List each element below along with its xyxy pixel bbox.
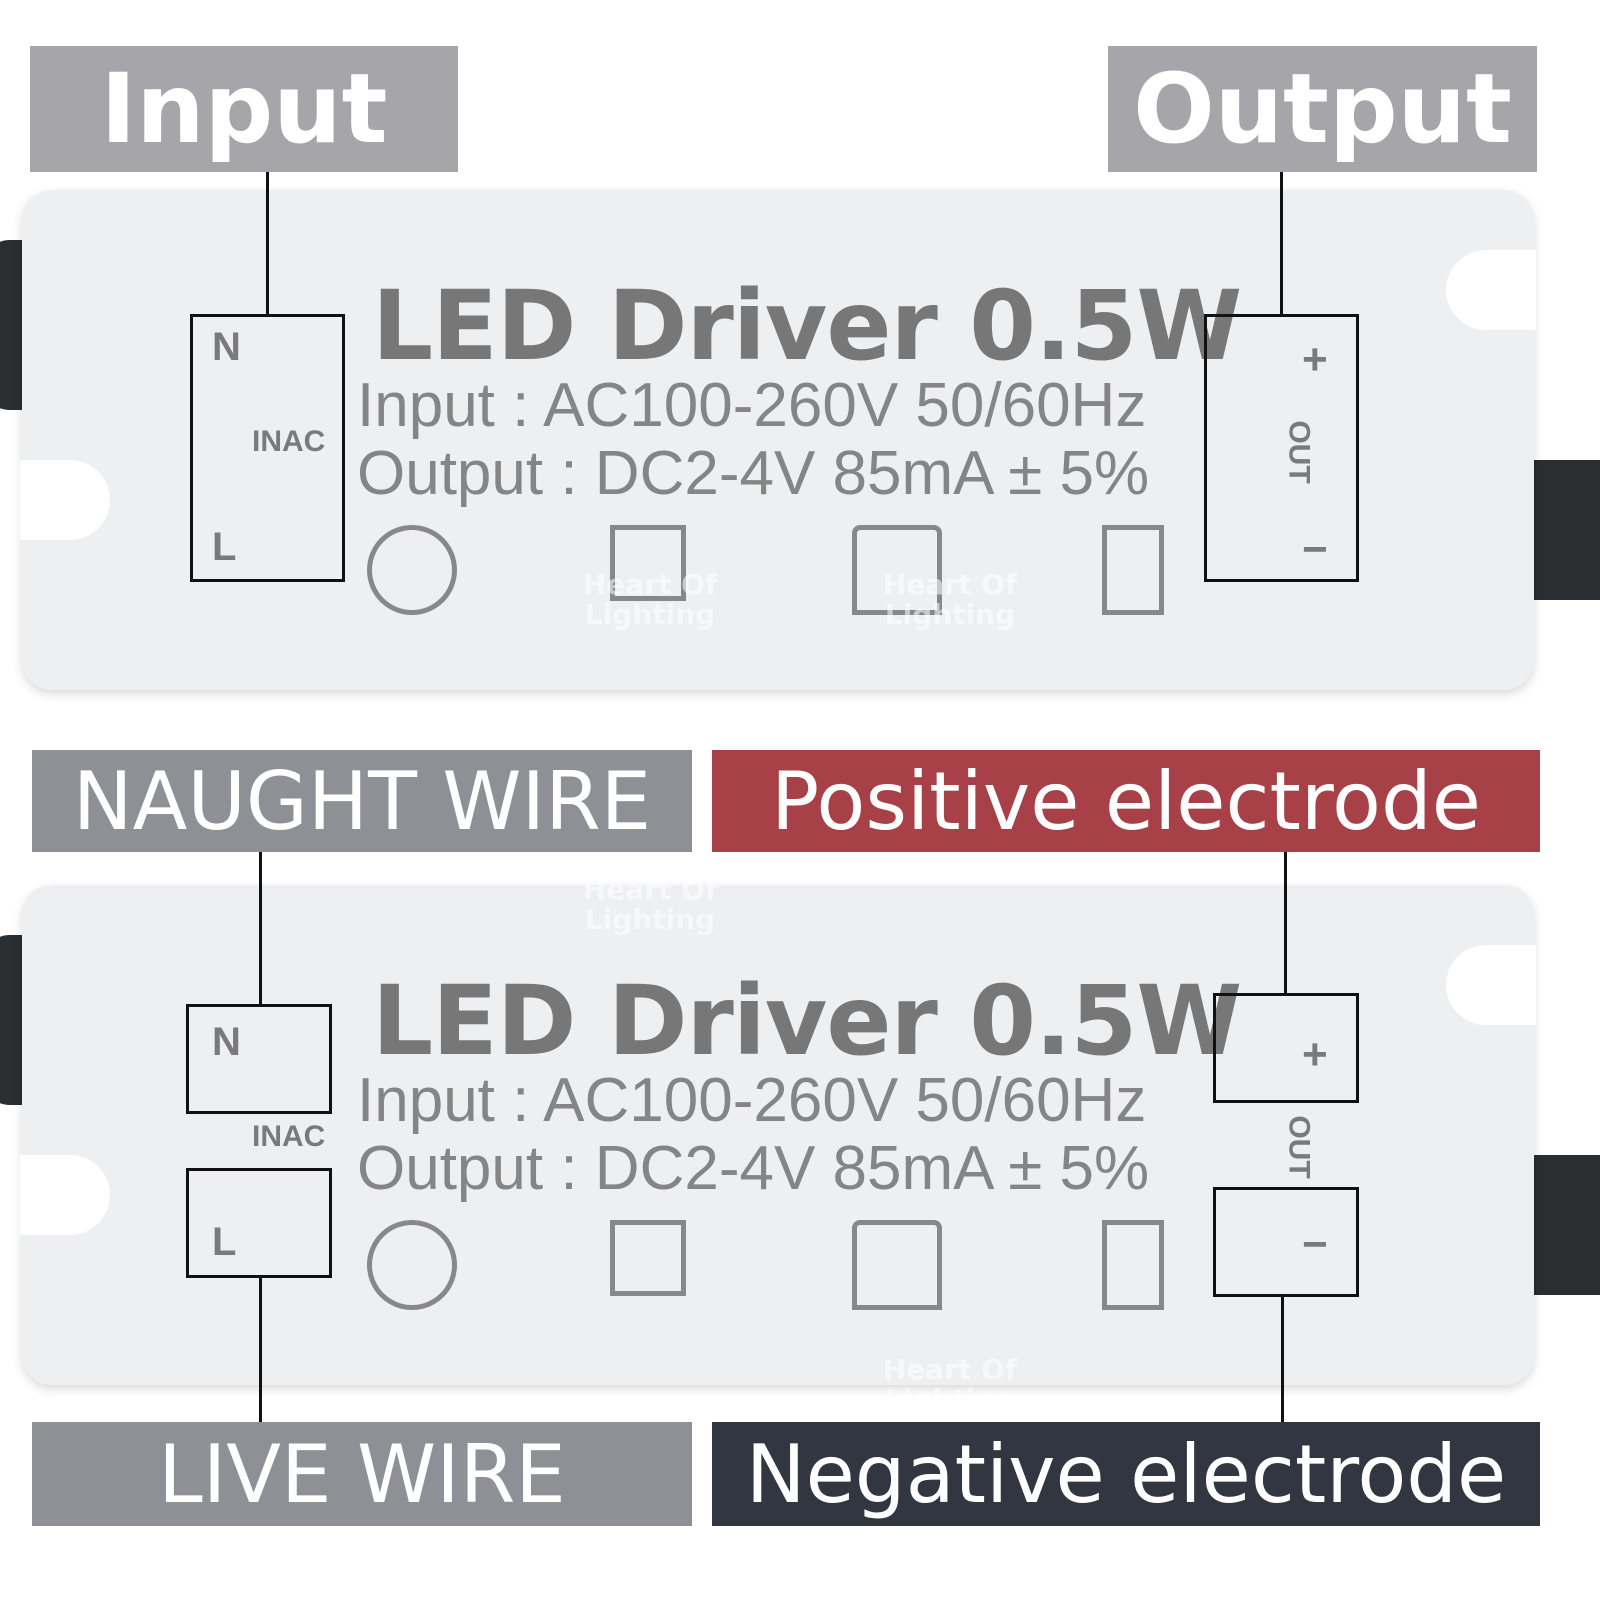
input-leader-line [266,172,269,314]
safety-circle-icon [367,1220,457,1310]
watermark: Heart Of Lighting [582,873,718,936]
watermark: Heart Of Lighting [582,88,718,151]
weee-bin-icon [1102,1220,1164,1310]
naught-leader-line [259,852,262,1004]
watermark: Heart Of Lighting [882,568,1018,631]
l-terminal: L [212,525,237,569]
watermark: Heart Of Lighting [882,88,1018,151]
indoor-use-icon [852,525,942,615]
output-terminal-frame [1204,314,1359,582]
live-wire-label: LIVE WIRE [32,1422,692,1526]
naught-terminal-frame [186,1004,332,1114]
negative-leader-line [1281,1297,1284,1422]
safety-circle-icon [367,525,457,615]
plus-terminal: + [1302,335,1328,384]
driver-title: LED Driver 0.5W [372,965,1242,1077]
minus-terminal: − [1302,1220,1328,1269]
n-terminal: N [212,325,241,369]
driver-title: LED Driver 0.5W [372,270,1242,382]
watermark: Heart Of Lighting [582,568,718,631]
double-insulation-icon [610,1220,686,1296]
input-terminal-frame [190,314,345,582]
input-spec: Input : AC100-260V 50/60Hz [357,1066,1147,1135]
negative-terminal-frame [1213,1187,1359,1297]
weee-bin-icon [1102,525,1164,615]
n-terminal: N [212,1020,241,1064]
input-label: Input [30,46,458,172]
l-terminal: L [212,1220,237,1264]
output-spec: Output : DC2-4V 85mA ± 5% [357,1134,1150,1203]
output-label: Output [1108,46,1537,172]
inac-label: INAC [252,425,326,458]
double-insulation-icon [610,525,686,601]
out-label: OUT [1282,1115,1316,1179]
minus-terminal: − [1302,525,1328,574]
positive-electrode-label: Positive electrode [712,750,1540,852]
plus-terminal: + [1302,1030,1328,1079]
positive-terminal-frame [1213,993,1359,1103]
live-leader-line [259,1278,262,1422]
negative-electrode-label: Negative electrode [712,1422,1540,1526]
positive-leader-line [1284,852,1287,993]
naught-wire-label: NAUGHT WIRE [32,750,692,852]
inac-label: INAC [252,1120,326,1153]
input-spec: Input : AC100-260V 50/60Hz [357,371,1147,440]
watermark: Heart Of Lighting [882,1353,1018,1416]
indoor-use-icon [852,1220,942,1310]
output-leader-line [1280,172,1283,314]
live-terminal-frame [186,1168,332,1278]
output-spec: Output : DC2-4V 85mA ± 5% [357,439,1150,508]
led-driver-bottom: LED Driver 0.5W Input : AC100-260V 50/60… [20,885,1536,1385]
led-driver-top: LED Driver 0.5W Input : AC100-260V 50/60… [20,190,1536,690]
